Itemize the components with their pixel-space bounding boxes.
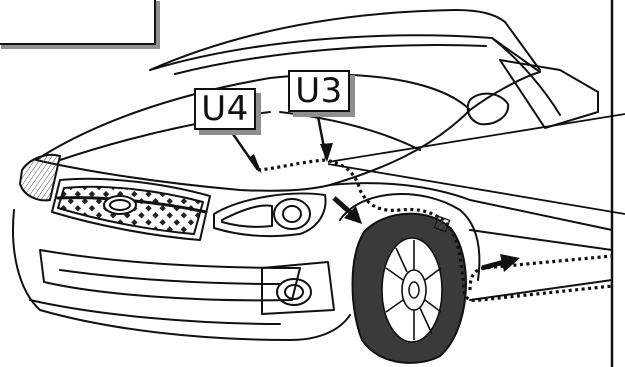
lower-intake-bar	[59, 269, 281, 285]
lower-intake	[39, 249, 301, 302]
fender-top	[329, 182, 613, 231]
hood-crease-right	[279, 111, 421, 151]
hood-outline	[35, 73, 471, 186]
a-pillar	[491, 37, 561, 116]
side-crease	[469, 229, 613, 251]
wheel-hub	[408, 281, 420, 299]
leader-line-lower	[327, 163, 625, 215]
callout-u4-label: U4	[201, 89, 249, 129]
hood-front-edge	[35, 159, 331, 192]
foglamp	[276, 278, 312, 306]
bumper-lower-lip	[29, 299, 281, 325]
leader-line-upper	[327, 113, 625, 163]
right-headlamp-inner	[221, 204, 273, 228]
u3-pointer-head	[320, 143, 333, 162]
right-headlamp-projector	[273, 198, 311, 230]
foglamp-lens	[284, 284, 304, 300]
arrow-down-right-icon	[332, 196, 362, 224]
windshield	[149, 34, 541, 111]
wiring-route-dotted-lower	[468, 254, 613, 291]
side-window	[499, 59, 599, 129]
foglamp-bezel	[261, 261, 335, 315]
callout-u4: U4	[194, 88, 256, 130]
arrow-right-icon	[481, 254, 520, 272]
side-sill	[469, 279, 613, 301]
left-headlamp	[19, 153, 61, 202]
right-headlamp	[213, 192, 327, 237]
brand-emblem-inner	[109, 199, 131, 211]
callout-u3-label: U3	[295, 71, 343, 111]
roof-outline	[149, 9, 541, 71]
mirror	[466, 92, 510, 126]
windshield-inner	[174, 44, 487, 75]
figure-tab-box	[0, 0, 156, 45]
u4-pointer-head	[248, 154, 262, 174]
grille-frame	[51, 177, 211, 241]
front-wheel-arch	[339, 193, 481, 281]
brand-emblem	[103, 195, 137, 215]
connector-marker	[433, 215, 451, 233]
bumper-outline	[12, 209, 351, 341]
wiring-route-dotted	[257, 158, 613, 303]
right-headlamp-projector-inner	[282, 205, 302, 223]
callout-u3: U3	[288, 70, 350, 112]
